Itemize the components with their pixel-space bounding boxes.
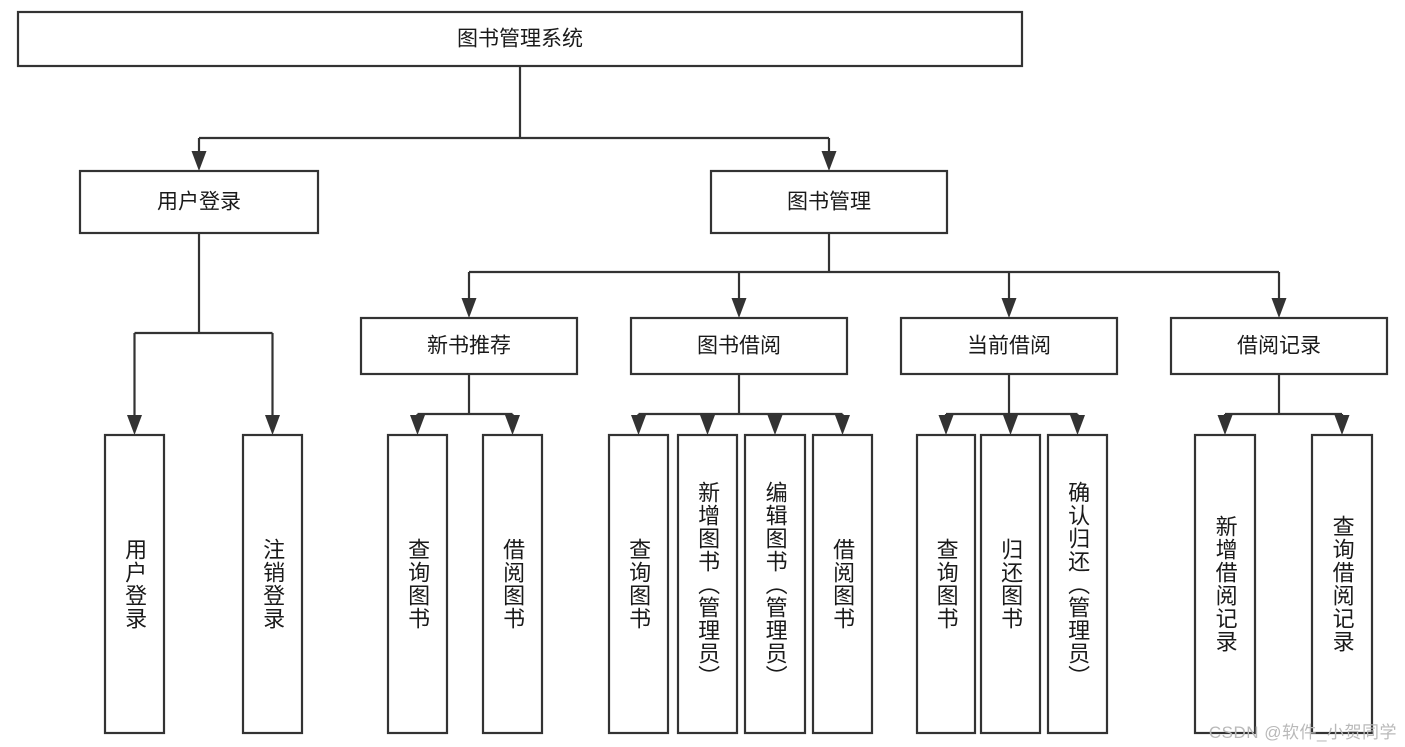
arrow-head-icon-leaf-add-record [1217, 415, 1233, 435]
node-label-borrow-record: 借阅记录 [1237, 335, 1321, 358]
node-box-book-borrow[interactable] [629, 316, 849, 376]
leaf-box-leaf-return-book[interactable] [979, 433, 1042, 735]
leaf-box-leaf-edit-book[interactable] [743, 433, 807, 735]
leaf-box-leaf-query-book-1[interactable] [386, 433, 449, 735]
node-box-book-manage[interactable] [709, 169, 949, 235]
arrow-head-icon-new-book-rec [461, 298, 477, 318]
node-label-book-manage: 图书管理 [787, 191, 871, 214]
arrow-head-icon-current-borrow [1001, 298, 1017, 318]
arrow-head-icon-borrow-record [1271, 298, 1287, 318]
arrow-head-icon-leaf-user-login [127, 415, 142, 435]
arrow-head-icon-leaf-add-book [700, 415, 715, 435]
node-label-root: 图书管理系统 [457, 28, 583, 51]
node-box-new-book-rec[interactable] [359, 316, 579, 376]
arrow-head-icon-book-borrow [731, 298, 747, 318]
arrow-head-icon-user-login [191, 151, 207, 171]
leaf-box-leaf-confirm-return[interactable] [1046, 433, 1109, 735]
leaf-box-leaf-query-record[interactable] [1310, 433, 1374, 735]
arrow-head-icon-leaf-borrow-book-1 [505, 415, 520, 435]
leaf-box-leaf-query-book-2[interactable] [607, 433, 670, 735]
leaf-box-leaf-user-logout[interactable] [241, 433, 304, 735]
arrow-head-icon-leaf-return-book [1003, 415, 1018, 435]
node-box-user-login[interactable] [78, 169, 320, 235]
watermark-text: CSDN @软件_小贺同学 [1208, 723, 1397, 742]
node-box-current-borrow[interactable] [899, 316, 1119, 376]
arrow-head-icon-leaf-borrow-book-2 [835, 415, 850, 435]
arrow-head-icon-leaf-user-logout [265, 415, 280, 435]
arrow-head-icon-leaf-query-book-3 [938, 415, 954, 435]
arrow-head-icon-book-manage [821, 151, 837, 171]
node-label-book-borrow: 图书借阅 [697, 335, 781, 358]
leaf-box-leaf-borrow-book-1[interactable] [481, 433, 544, 735]
arrow-head-icon-leaf-query-book-2 [631, 415, 646, 435]
node-box-borrow-record[interactable] [1169, 316, 1389, 376]
leaf-box-leaf-query-book-3[interactable] [915, 433, 977, 735]
leaf-box-leaf-borrow-book-2[interactable] [811, 433, 874, 735]
arrow-head-icon-leaf-confirm-return [1070, 415, 1085, 435]
leaf-box-leaf-add-record[interactable] [1193, 433, 1257, 735]
node-label-user-login: 用户登录 [157, 191, 241, 214]
node-label-current-borrow: 当前借阅 [967, 335, 1051, 358]
boxes-layer [16, 10, 1389, 735]
leaf-box-leaf-add-book[interactable] [676, 433, 739, 735]
arrow-head-icon-leaf-query-book-1 [410, 415, 425, 435]
node-box-root[interactable] [16, 10, 1024, 68]
arrow-head-icon-leaf-edit-book [767, 415, 783, 435]
arrow-head-icon-leaf-query-record [1334, 415, 1350, 435]
leaf-box-leaf-user-login[interactable] [103, 433, 166, 735]
node-label-new-book-rec: 新书推荐 [427, 335, 511, 358]
edges-layer [127, 66, 1350, 435]
